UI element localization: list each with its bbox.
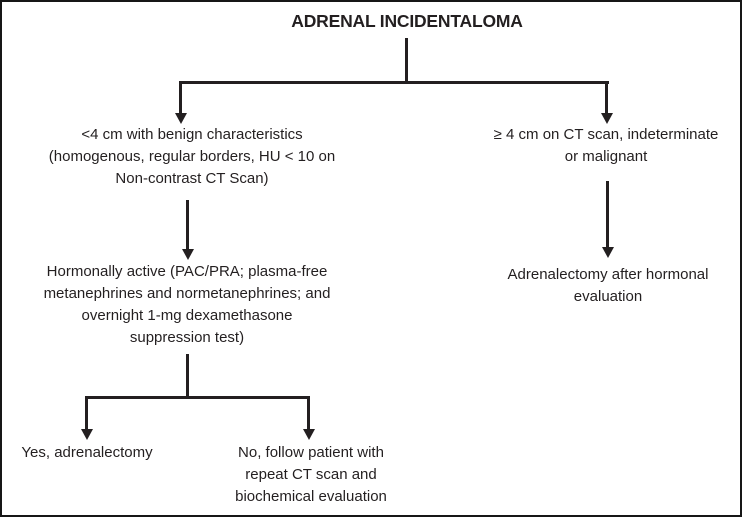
connector-left-drop (179, 81, 182, 115)
node-benign-criteria: <4 cm with benign characteristics (homog… (48, 126, 336, 187)
arrowhead-right-drop (601, 113, 613, 124)
diagram-title: ADRENAL INCIDENTALOMA (291, 11, 523, 31)
node-outcome-no: No, follow patient with repeat CT scan a… (235, 444, 387, 505)
connector-top-split (180, 81, 609, 84)
arrowhead-yes-drop (81, 429, 93, 440)
connector-left-workup (186, 200, 189, 250)
connector-top-stem (405, 38, 408, 84)
arrowhead-no-drop (303, 429, 315, 440)
connector-no-drop (307, 396, 310, 430)
connector-right-action (606, 181, 609, 248)
arrowhead-left-drop (175, 113, 187, 124)
arrowhead-left-workup (182, 249, 194, 260)
node-hormonal-workup: Hormonally active (PAC/PRA; plasma-free … (43, 263, 331, 346)
connector-bottom-split (85, 396, 310, 399)
node-outcome-yes: Yes, adrenalectomy (21, 444, 153, 461)
arrowhead-right-action (602, 247, 614, 258)
connector-yes-drop (85, 396, 88, 430)
node-malignant-criteria: ≥ 4 cm on CT scan, indeterminate or mali… (493, 126, 719, 165)
connector-bottom-stem (186, 354, 189, 399)
connector-right-drop (605, 81, 608, 115)
node-adrenalectomy-after-eval: Adrenalectomy after hormonal evaluation (507, 266, 709, 305)
